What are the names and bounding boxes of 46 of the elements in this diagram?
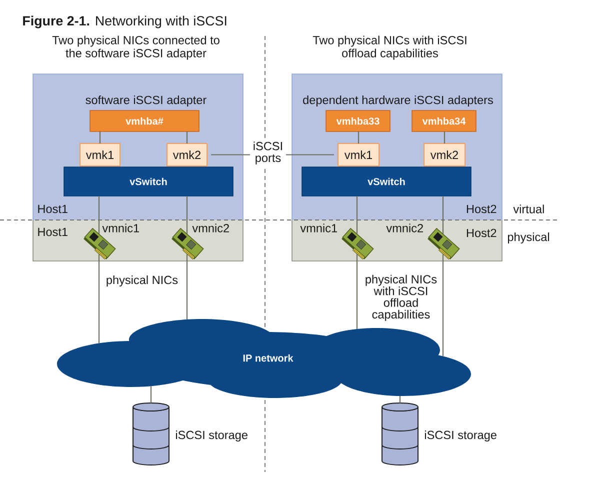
storage-cylinder xyxy=(132,402,170,466)
nic-label: vmnic2 xyxy=(192,224,229,232)
port-box: vmk2 xyxy=(166,143,208,166)
layer-label: virtual xyxy=(513,204,544,214)
storage-label: iSCSI storage xyxy=(176,430,248,442)
leader-line xyxy=(286,154,334,156)
connector-line xyxy=(444,132,446,144)
port-box: vmk2 xyxy=(424,143,466,166)
switch-box: vSwitch xyxy=(64,166,234,196)
column-heading: Two physical NICs connected to the software iSCSI adapter xyxy=(52,36,220,60)
storage-label: iSCSI storage xyxy=(424,430,496,442)
connector-line xyxy=(150,386,152,403)
connector-line xyxy=(442,254,444,356)
connector-line xyxy=(186,132,188,144)
nic-label: vmnic2 xyxy=(386,224,423,232)
connector-line xyxy=(358,132,360,144)
port-box: vmk1 xyxy=(338,143,380,166)
nic-label: vmnic1 xyxy=(300,224,337,232)
network-card-icon xyxy=(342,228,374,260)
nic-caption: physical NICs xyxy=(106,276,178,286)
adapter-heading: software iSCSI adapter xyxy=(86,96,206,106)
connector-line xyxy=(356,196,358,234)
network-cloud: IP network xyxy=(57,319,471,398)
leader-line xyxy=(211,154,250,156)
network-card-icon xyxy=(428,228,460,260)
connector-line xyxy=(186,196,188,234)
connector-line xyxy=(399,396,401,403)
connector-line xyxy=(186,254,188,320)
callout-label: iSCSI ports xyxy=(250,140,286,166)
adapter-heading: dependent hardware iSCSI adapters xyxy=(303,96,493,106)
connector-line xyxy=(98,196,100,234)
column-heading: Two physical NICs with iSCSI offload capabilities xyxy=(312,36,466,60)
layer-label: physical xyxy=(508,232,550,244)
adapter-box: vmhba34 xyxy=(412,110,476,132)
connector-line xyxy=(356,254,358,329)
nic-label: vmnic1 xyxy=(102,224,139,232)
connector-line xyxy=(99,132,101,144)
connector-line xyxy=(442,196,444,234)
nic-caption: physical NICs with iSCSI offload capabilities xyxy=(366,274,437,321)
figure-title: Figure 2-1. Networking with iSCSI xyxy=(23,16,226,28)
storage-cylinder xyxy=(382,402,418,466)
adapter-box: vmhba# xyxy=(90,110,200,132)
switch-box: vSwitch xyxy=(302,166,472,196)
port-box: vmk1 xyxy=(80,143,120,166)
connector-line xyxy=(98,254,100,344)
adapter-box: vmhba33 xyxy=(326,110,390,132)
